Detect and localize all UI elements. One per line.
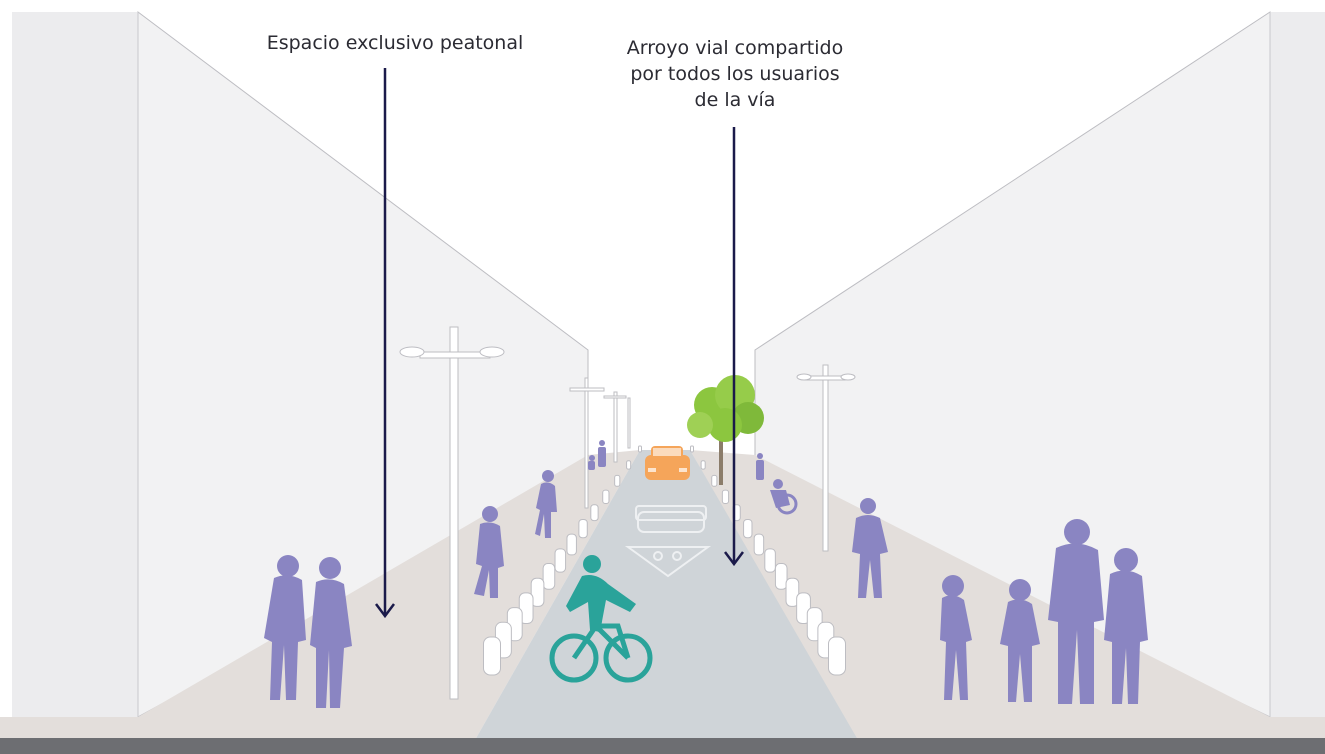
bollard — [483, 636, 501, 676]
pedestrian-figure — [598, 440, 606, 467]
bollard — [554, 548, 567, 573]
pedestrian-figure — [264, 555, 306, 700]
bollard — [753, 533, 765, 556]
pedestrian-figure — [535, 470, 557, 538]
bollard — [828, 636, 846, 676]
bollard — [566, 533, 577, 556]
label-shared-roadway: Arroyo vial compartido por todos los usu… — [626, 37, 844, 111]
bollard — [483, 445, 846, 676]
left-sidewalk — [0, 450, 640, 740]
bollard — [785, 577, 800, 607]
bollard — [614, 474, 621, 487]
street-lamp — [399, 326, 856, 700]
bollard — [690, 445, 694, 453]
bollard — [638, 445, 642, 453]
curb-strip — [0, 738, 1325, 754]
bollard — [626, 460, 632, 470]
cyclist-figure — [549, 555, 653, 683]
pedestrian-figure — [310, 557, 352, 708]
pedestrian-figure — [1048, 519, 1104, 704]
bollard — [711, 474, 718, 487]
pedestrian-figure — [1000, 579, 1040, 702]
bollard — [602, 489, 610, 504]
pedestrian-figure — [1104, 548, 1148, 704]
bollard — [721, 489, 730, 504]
road-marking-speed — [624, 505, 712, 578]
arrow-pedestrian — [375, 68, 395, 619]
bollard — [542, 563, 556, 590]
pedestrian-figure — [756, 453, 764, 480]
pedestrian-figure — [940, 575, 972, 700]
left-building — [12, 10, 589, 718]
shared-roadway — [475, 450, 858, 740]
right-sidewalk — [690, 450, 1325, 740]
pedestrian-figure — [474, 506, 504, 598]
pedestrian-figure — [852, 498, 888, 598]
bollard — [590, 504, 599, 522]
bollard — [764, 548, 776, 573]
label-pedestrian-space: Espacio exclusivo peatonal — [266, 32, 524, 54]
bollard — [578, 518, 588, 539]
bollard — [774, 563, 788, 590]
bollard — [530, 577, 545, 607]
pedestrian-figure — [588, 455, 595, 470]
pedestrian-figure — [770, 479, 798, 515]
bollard — [743, 518, 753, 539]
bollard — [700, 460, 706, 470]
car-icon — [645, 446, 690, 480]
arrow-shared-road — [724, 127, 744, 567]
pedestrian-figures — [264, 440, 1148, 708]
